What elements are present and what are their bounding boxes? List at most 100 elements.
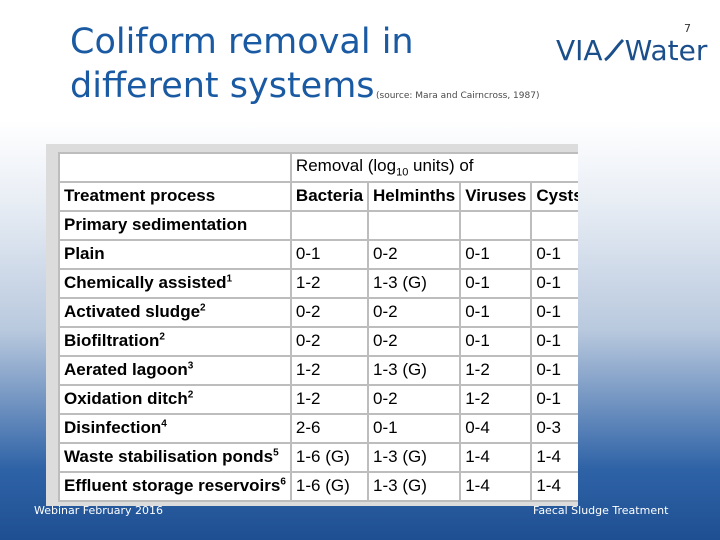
table-cell-helminths: 0-2 [369, 328, 460, 356]
cell-text: 1-2 [295, 273, 321, 293]
section-empty-cell [291, 212, 368, 240]
cell-text: 0-4 [465, 418, 490, 438]
cell-text: 0-1 [465, 331, 490, 351]
table-cell-cysts: 0-1 [532, 299, 578, 327]
cell-text: Plain [64, 244, 105, 264]
cell-text: 0-1 [536, 389, 561, 409]
cell-text: 1-3 (G) [373, 360, 427, 380]
cell-text: Waste stabilisation ponds [64, 447, 274, 467]
title-line-1: Coliform removal in [70, 22, 414, 62]
cell-text: 0-2 [373, 331, 398, 351]
cell-text: 1-4 [536, 447, 561, 467]
cell-text: 0-2 [373, 389, 398, 409]
table-cell-helminths: 0-2 [369, 241, 460, 269]
footer-left: Webinar February 2016 [34, 504, 164, 517]
cell-text: 1-6 (G) [295, 476, 350, 496]
table-cell-viruses: 1-2 [461, 386, 531, 414]
table-cell-helminths: 1-3 (G) [369, 473, 460, 501]
table-cell-process: Oxidation ditch2 [60, 386, 290, 414]
table-cell-process: Biofiltration2 [60, 328, 290, 356]
table-corner-cell [60, 154, 290, 182]
table-cell-cysts: 0-1 [532, 270, 578, 298]
table-cell-cysts: 0-1 [532, 328, 578, 356]
table-cell-helminths: 0-2 [369, 299, 460, 327]
footnote-marker: 2 [200, 302, 206, 314]
cell-text: 0-1 [536, 360, 561, 380]
table-cell-viruses: 1-4 [461, 473, 531, 501]
footnote-marker: 6 [280, 476, 286, 488]
table-cell-helminths: 1-3 (G) [369, 444, 460, 472]
cell-text: 2-6 [295, 418, 321, 438]
cell-text: 0-1 [465, 244, 490, 264]
group-header-suffix: units) of [408, 156, 474, 175]
table-cell-bacteria: 1-2 [291, 386, 368, 414]
cell-text: 0-1 [465, 302, 490, 322]
table-cell-helminths: 1-3 (G) [369, 357, 460, 385]
table-cell-viruses: 0-1 [461, 328, 531, 356]
cell-text: Disinfection [64, 418, 162, 438]
table-cell-cysts: 0-1 [532, 357, 578, 385]
table-cell-bacteria: 0-2 [291, 328, 368, 356]
table-cell-process: Aerated lagoon3 [60, 357, 290, 385]
cell-text: 0-1 [536, 302, 561, 322]
cell-text: Activated sludge [64, 302, 201, 322]
logo-wave-icon [603, 38, 624, 62]
cell-text: 1-2 [465, 360, 490, 380]
cell-text: 1-4 [536, 476, 561, 496]
cell-text: 1-3 (G) [373, 476, 427, 496]
page-number: 7 [684, 22, 691, 35]
table-cell-process: Waste stabilisation ponds5 [60, 444, 290, 472]
cell-text: 1-4 [465, 476, 490, 496]
section-empty-cell [369, 212, 460, 240]
table-cell-bacteria: 0-2 [291, 299, 368, 327]
cell-text: 1-2 [465, 389, 490, 409]
table-cell-viruses: 0-1 [461, 299, 531, 327]
table-cell-bacteria: 1-2 [291, 270, 368, 298]
table-cell-cysts: 0-1 [532, 386, 578, 414]
header-bacteria: Bacteria [291, 183, 368, 211]
cell-text: 1-3 (G) [373, 273, 427, 293]
table-cell-process: Disinfection4 [60, 415, 290, 443]
table-cell-cysts: 0-1 [532, 241, 578, 269]
table-cell-bacteria: 1-2 [291, 357, 368, 385]
section-primary-sedimentation: Primary sedimentation [60, 212, 290, 240]
cell-text: 0-3 [536, 418, 561, 438]
cell-text: 1-2 [295, 389, 321, 409]
table-cell-helminths: 1-3 (G) [369, 270, 460, 298]
table-cell-helminths: 0-1 [369, 415, 460, 443]
footnote-marker: 2 [187, 389, 194, 401]
title-line-2: different systems [70, 66, 375, 106]
table-cell-bacteria: 1-6 (G) [291, 473, 368, 501]
source-note: (source: Mara and Cairncross, 1987) [376, 91, 540, 101]
section-empty-cell [532, 212, 578, 240]
table-cell-viruses: 0-1 [461, 270, 531, 298]
cell-text: 0-1 [465, 273, 490, 293]
section-empty-cell [461, 212, 531, 240]
table-header-row: Treatment process Bacteria Helminths Vir… [60, 183, 578, 211]
table-cell-viruses: 0-1 [461, 241, 531, 269]
table-cell-bacteria: 1-6 (G) [291, 444, 368, 472]
footer-right: Faecal Sludge Treatment [533, 504, 669, 517]
cell-text: Oxidation ditch [64, 389, 188, 409]
logo-box [542, 14, 714, 80]
table-section-row: Primary sedimentation [60, 212, 578, 240]
cell-text: 0-2 [295, 302, 321, 322]
table-cell-process: Chemically assisted1 [60, 270, 290, 298]
cell-text: 1-2 [295, 360, 321, 380]
logo-text-left: VIA [556, 34, 603, 67]
cell-text: Aerated lagoon [64, 360, 188, 380]
table-cell-cysts: 1-4 [532, 473, 578, 501]
table-cell-viruses: 1-4 [461, 444, 531, 472]
cell-text: 0-1 [536, 244, 561, 264]
table-cell-bacteria: 2-6 [291, 415, 368, 443]
cell-text: 0-1 [536, 273, 561, 293]
cell-text: Biofiltration [64, 331, 160, 351]
header-helminths: Helminths [369, 183, 460, 211]
